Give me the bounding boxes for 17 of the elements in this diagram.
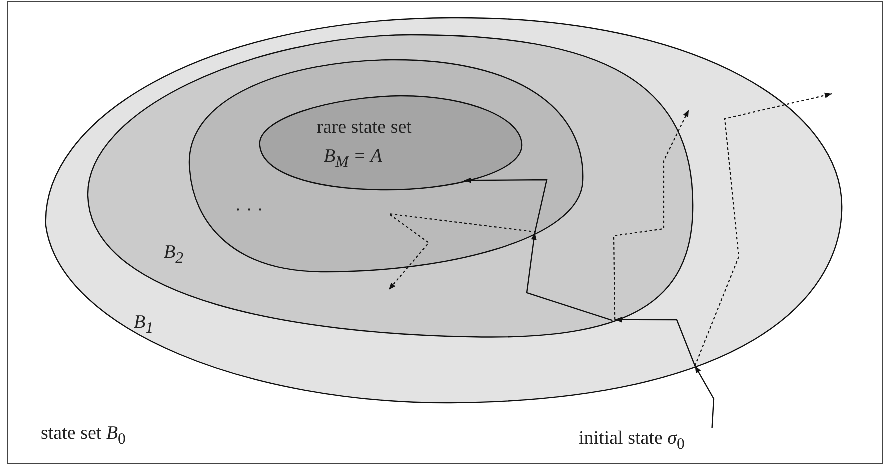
dashed-trajectory-arrow	[694, 92, 832, 366]
set-region	[258, 95, 525, 193]
trajectory-arrow	[526, 232, 613, 322]
set-label: B$_{M}$ = A	[324, 147, 382, 171]
trajectory-arrow	[694, 366, 715, 428]
set-label: state set B$_{0}$	[41, 424, 126, 448]
set-label: · · ·	[235, 201, 264, 220]
trajectory-arrow	[464, 178, 548, 234]
set-label: B$_{1}$	[134, 313, 154, 337]
annotation-text: initial state σ$_{0}$	[579, 429, 685, 453]
trajectory-arrow	[615, 317, 696, 366]
dashed-trajectory-arrow	[388, 213, 537, 290]
set-region	[187, 57, 586, 275]
set-label: rare state set	[317, 118, 412, 137]
diagram-frame	[7, 1, 883, 464]
set-label: B$_{2}$	[164, 243, 184, 267]
dashed-trajectory-arrow	[613, 110, 690, 320]
